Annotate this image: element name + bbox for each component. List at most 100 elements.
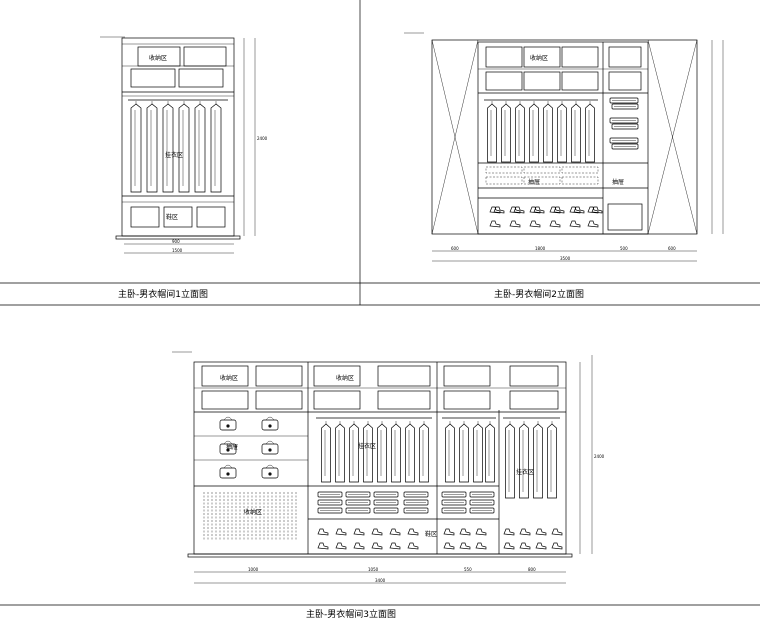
- shoe: [569, 220, 581, 228]
- shoe: [335, 528, 347, 536]
- folded-garment: [345, 491, 371, 498]
- handbag-handle: [223, 464, 233, 469]
- hanging-garment: [194, 103, 206, 193]
- e3-storage-label-2: 收纳区: [336, 374, 354, 382]
- shoe: [443, 542, 455, 550]
- e1-dim-height: 2400: [257, 136, 268, 141]
- e1-dim-total: 1500: [172, 248, 183, 253]
- e1-dim-inner: 900: [172, 239, 180, 244]
- shoe: [573, 206, 585, 214]
- e3-tie-label: 收纳区: [244, 508, 262, 516]
- shoe: [533, 206, 545, 214]
- shoe: [489, 206, 501, 214]
- shoe: [503, 542, 515, 550]
- e3-shoe-label: 鞋区: [425, 530, 437, 538]
- shoe: [509, 206, 521, 214]
- hanging-garment: [459, 423, 469, 483]
- shoe: [535, 542, 547, 550]
- folded-garment: [609, 137, 639, 144]
- hanging-garment: [405, 423, 415, 483]
- e2-drawer-label-2: 抽屉: [612, 178, 624, 186]
- handbag: [219, 419, 237, 431]
- e3-tie-rack: [203, 492, 297, 540]
- hanging-garment: [519, 423, 529, 499]
- handbag: [261, 419, 279, 431]
- shoe: [475, 528, 487, 536]
- folded-garment: [403, 507, 429, 514]
- e2-dim-right1: 500: [620, 246, 628, 251]
- handbag-clasp: [268, 472, 272, 476]
- handbag-handle: [265, 416, 275, 421]
- folded-garment: [317, 499, 343, 506]
- shoe: [407, 542, 419, 550]
- folded-garment: [403, 491, 429, 498]
- shoe: [389, 542, 401, 550]
- handbag-clasp: [268, 448, 272, 452]
- folded-garment: [611, 123, 639, 130]
- hanging-garment: [515, 103, 525, 163]
- shoe: [529, 220, 541, 228]
- handbag-handle: [223, 416, 233, 421]
- e2-dim-total: 3500: [560, 256, 571, 261]
- shoe: [503, 528, 515, 536]
- handbag-clasp: [226, 424, 230, 428]
- handbag-clasp: [226, 448, 230, 452]
- folded-garment: [373, 491, 399, 498]
- folded-garment: [345, 507, 371, 514]
- hanging-garment: [146, 103, 158, 193]
- e1-hanging-label: 挂衣区: [165, 151, 183, 159]
- hanging-garment: [391, 423, 401, 483]
- caption-elevation-3: 主卧-男衣帽间3立面图: [306, 610, 396, 620]
- handbag-handle: [265, 464, 275, 469]
- shoe: [513, 206, 525, 214]
- hanging-garment: [571, 103, 581, 163]
- e3-drawer-label: 抽屉: [226, 443, 238, 451]
- shoe: [591, 206, 603, 214]
- e3-storage-label: 收纳区: [220, 374, 238, 382]
- hanging-garment: [335, 423, 345, 483]
- shoe: [549, 220, 561, 228]
- folded-garment: [317, 507, 343, 514]
- folded-garment: [609, 97, 639, 104]
- hanging-garment: [363, 423, 373, 483]
- folded-garment: [611, 143, 639, 150]
- hanging-garment: [419, 423, 429, 483]
- shoe: [389, 528, 401, 536]
- hanging-garment: [162, 103, 174, 193]
- e3-dim-seg2: 1050: [368, 567, 379, 572]
- hanging-garment: [485, 423, 495, 483]
- hanging-garment: [178, 103, 190, 193]
- hanging-garment: [473, 423, 483, 483]
- hanging-garment: [349, 423, 359, 483]
- hanging-garment: [585, 103, 595, 163]
- e3-folded-clothes: [317, 491, 495, 514]
- e3-dim-seg1: 1000: [248, 567, 259, 572]
- shoe: [459, 528, 471, 536]
- shoe: [443, 528, 455, 536]
- shoe: [493, 206, 505, 214]
- shoe: [335, 542, 347, 550]
- folded-garment: [441, 491, 467, 498]
- handbag-handle: [223, 440, 233, 445]
- shoe: [475, 542, 487, 550]
- hanging-garment: [487, 103, 497, 163]
- shoe: [549, 206, 561, 214]
- shoe: [371, 528, 383, 536]
- folded-garment: [373, 499, 399, 506]
- e3-dim-seg4: 800: [528, 567, 536, 572]
- e2-drawer-label: 抽屉: [528, 178, 540, 186]
- handbag: [261, 467, 279, 479]
- folded-garment: [345, 499, 371, 506]
- shoe: [353, 528, 365, 536]
- elevation-3: 收纳区 收纳区 抽屉 挂衣区 挂衣区 收纳区 鞋区 1000 1050 550 …: [172, 351, 605, 584]
- e1-hanging-clothes: [130, 101, 222, 193]
- shoe: [371, 542, 383, 550]
- elevation-1: 收纳区 挂衣区 鞋区 900 1500 2400: [100, 36, 268, 254]
- handbag: [219, 467, 237, 479]
- hanging-garment: [501, 103, 511, 163]
- hanging-garment: [547, 423, 557, 499]
- e3-handbag-shelves: [219, 416, 279, 479]
- shoe: [407, 528, 419, 536]
- hanging-garment: [321, 423, 331, 483]
